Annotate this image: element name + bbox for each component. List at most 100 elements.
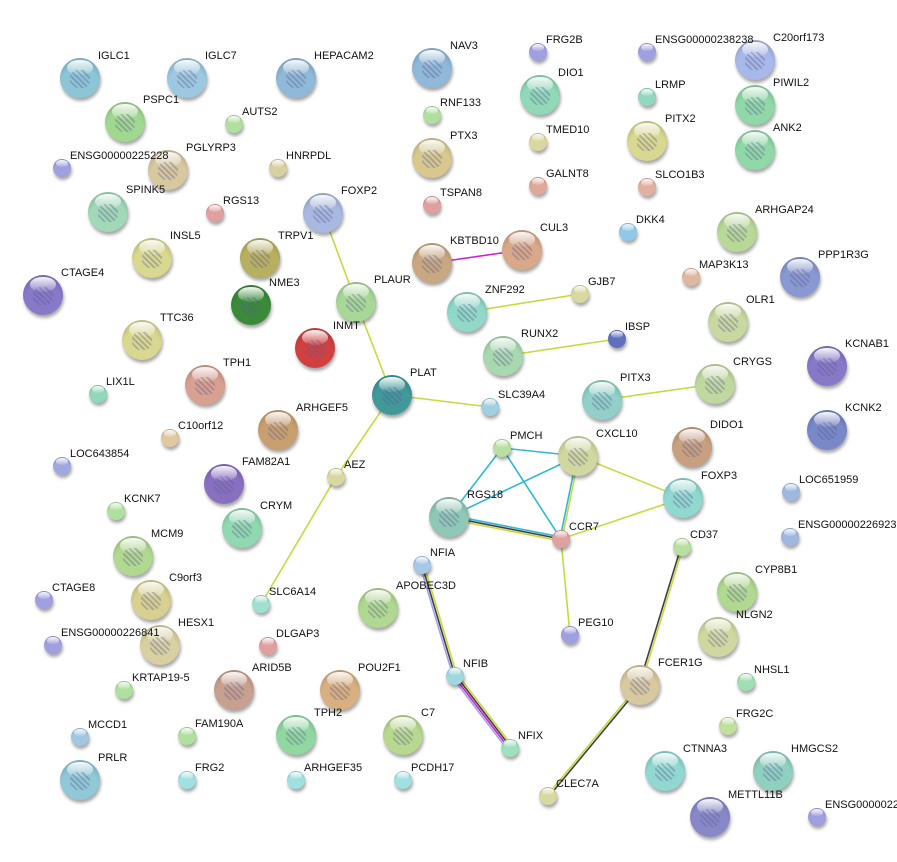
protein-node[interactable] xyxy=(383,715,423,755)
protein-node[interactable] xyxy=(60,58,100,98)
protein-label[interactable]: IBSP xyxy=(625,321,651,333)
protein-node[interactable] xyxy=(682,268,700,286)
protein-node[interactable] xyxy=(539,787,557,805)
protein-node[interactable] xyxy=(89,385,107,403)
protein-node[interactable] xyxy=(167,58,207,98)
protein-label[interactable]: FRG2C xyxy=(736,708,774,720)
protein-node[interactable] xyxy=(258,410,298,450)
protein-label[interactable]: FAM82A1 xyxy=(242,456,291,468)
protein-node[interactable] xyxy=(115,681,133,699)
protein-label[interactable]: PIWIL2 xyxy=(773,77,810,89)
protein-node[interactable] xyxy=(231,285,271,325)
protein-label[interactable]: CYP8B1 xyxy=(755,564,798,576)
edge-PMCH-CCR7[interactable] xyxy=(501,447,562,540)
protein-node[interactable] xyxy=(412,243,452,283)
protein-label[interactable]: CTAGE4 xyxy=(61,267,105,279)
protein-node[interactable] xyxy=(240,238,280,278)
protein-node[interactable] xyxy=(358,588,398,628)
protein-label[interactable]: CUL3 xyxy=(540,222,569,234)
protein-label[interactable]: HNRPDL xyxy=(286,150,332,162)
protein-label[interactable]: FOXP2 xyxy=(341,185,378,197)
protein-label[interactable]: LRMP xyxy=(655,79,686,91)
protein-label[interactable]: PLAT xyxy=(410,367,437,379)
protein-node[interactable] xyxy=(178,727,196,745)
protein-node[interactable] xyxy=(225,115,243,133)
protein-node[interactable] xyxy=(131,580,171,620)
protein-label[interactable]: ANK2 xyxy=(773,122,802,134)
edge-NFIB-NFIX[interactable] xyxy=(451,673,514,751)
protein-label[interactable]: KCNK7 xyxy=(124,493,161,505)
protein-label[interactable]: SPINK5 xyxy=(126,184,166,196)
protein-node[interactable] xyxy=(71,728,89,746)
protein-label[interactable]: MAP3K13 xyxy=(699,259,749,271)
protein-node[interactable] xyxy=(413,556,431,574)
protein-label[interactable]: TSPAN8 xyxy=(440,187,482,199)
protein-label[interactable]: ENSG00000238238 xyxy=(655,34,754,46)
edge-CXCL10-RGS18[interactable] xyxy=(448,455,579,518)
protein-label[interactable]: GALNT8 xyxy=(546,168,589,180)
protein-node[interactable] xyxy=(206,204,224,222)
protein-node[interactable] xyxy=(571,285,589,303)
protein-node[interactable] xyxy=(561,626,579,644)
protein-label[interactable]: ENSG0000022 xyxy=(825,799,897,811)
protein-node[interactable] xyxy=(53,457,71,475)
protein-label[interactable]: FAM190A xyxy=(195,718,244,730)
protein-node[interactable] xyxy=(252,595,270,613)
protein-label[interactable]: C9orf3 xyxy=(169,572,203,584)
protein-node[interactable] xyxy=(638,88,656,106)
protein-node[interactable] xyxy=(552,530,570,548)
protein-node[interactable] xyxy=(735,40,775,80)
protein-node[interactable] xyxy=(627,121,667,161)
protein-node[interactable] xyxy=(717,572,757,612)
protein-node[interactable] xyxy=(60,760,100,800)
protein-node[interactable] xyxy=(807,410,847,450)
protein-label[interactable]: DLGAP3 xyxy=(276,628,320,640)
protein-label[interactable]: TRPV1 xyxy=(278,230,314,242)
protein-node[interactable] xyxy=(672,427,712,467)
protein-label[interactable]: KBTBD10 xyxy=(450,235,499,247)
protein-label[interactable]: PTX3 xyxy=(450,130,478,142)
protein-label[interactable]: FCER1G xyxy=(658,657,703,669)
edge-CD37-FCER1G[interactable] xyxy=(638,546,684,686)
protein-label[interactable]: NHSL1 xyxy=(754,664,790,676)
protein-label[interactable]: MCM9 xyxy=(151,528,184,540)
protein-node[interactable] xyxy=(35,591,53,609)
protein-label[interactable]: PPP1R3G xyxy=(818,249,869,261)
protein-label[interactable]: PMCH xyxy=(510,430,543,442)
protein-label[interactable]: RUNX2 xyxy=(521,328,559,340)
protein-node[interactable] xyxy=(327,468,345,486)
protein-node[interactable] xyxy=(698,617,738,657)
protein-node[interactable] xyxy=(276,715,316,755)
protein-node[interactable] xyxy=(222,508,262,548)
protein-node[interactable] xyxy=(140,625,180,665)
protein-node[interactable] xyxy=(269,159,287,177)
protein-node[interactable] xyxy=(781,528,799,546)
protein-label[interactable]: CTNNA3 xyxy=(683,743,728,755)
protein-node[interactable] xyxy=(412,48,452,88)
protein-node[interactable] xyxy=(582,380,622,420)
protein-label[interactable]: KRTAP19-5 xyxy=(132,672,190,684)
protein-label[interactable]: INSL5 xyxy=(170,230,201,242)
protein-label[interactable]: FRG2B xyxy=(546,34,583,46)
protein-label[interactable]: CXCL10 xyxy=(596,428,638,440)
protein-label[interactable]: FOXP3 xyxy=(701,470,738,482)
protein-node[interactable] xyxy=(638,178,656,196)
protein-label[interactable]: NAV3 xyxy=(450,40,478,52)
protein-node[interactable] xyxy=(645,751,685,791)
protein-node[interactable] xyxy=(520,75,560,115)
protein-node[interactable] xyxy=(695,364,735,404)
protein-node[interactable] xyxy=(529,177,547,195)
protein-node[interactable] xyxy=(105,102,145,142)
protein-label[interactable]: IGLC7 xyxy=(205,50,237,62)
protein-label[interactable]: GJB7 xyxy=(588,276,616,288)
protein-label[interactable]: NFIB xyxy=(463,658,489,670)
protein-label[interactable]: DIO1 xyxy=(558,67,584,79)
protein-node[interactable] xyxy=(259,637,277,655)
protein-node[interactable] xyxy=(446,667,464,685)
protein-label[interactable]: ZNF292 xyxy=(485,284,525,296)
protein-label[interactable]: POU2F1 xyxy=(358,662,401,674)
protein-label[interactable]: RGS18 xyxy=(467,489,504,501)
protein-label[interactable]: TPH2 xyxy=(314,707,343,719)
protein-node[interactable] xyxy=(214,670,254,710)
protein-label[interactable]: SLC6A14 xyxy=(269,586,317,598)
